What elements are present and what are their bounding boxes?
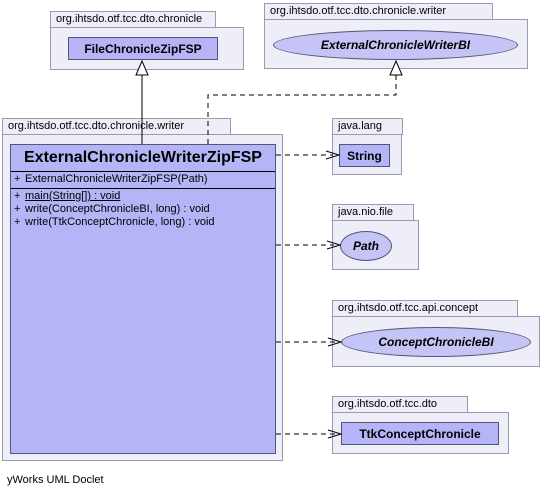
constructor-signature: ExternalChronicleWriterZipFSP(Path) <box>25 173 208 185</box>
constructors-section: + ExternalChronicleWriterZipFSP(Path) <box>11 172 275 189</box>
package-tab-java-nio-file: java.nio.file <box>332 204 414 221</box>
interface-concept-chronicle-bi[interactable]: ConceptChronicleBI <box>341 327 531 357</box>
method-signature: write(TtkConceptChronicle, long) : void <box>25 216 215 228</box>
dependency-arrow-path <box>326 240 342 250</box>
dependency-arrow-string <box>325 150 341 160</box>
package-tab-chronicle-writer-main: org.ihtsdo.otf.tcc.dto.chronicle.writer <box>2 118 231 135</box>
visibility-marker: + <box>14 216 21 228</box>
methods-section: + main(String[]) : void + write(ConceptChr… <box>11 189 275 229</box>
visibility-marker: + <box>14 203 21 215</box>
method-signature-static: main(String[]) : void <box>25 190 121 202</box>
generalization-arrowhead <box>135 59 149 76</box>
dependency-arrow-ttk-concept-chronicle <box>327 429 343 439</box>
interface-external-chronicle-writer-bi[interactable]: ExternalChronicleWriterBI <box>273 30 518 60</box>
class-name: ExternalChronicleWriterZipFSP <box>11 145 275 172</box>
constructor-item: + ExternalChronicleWriterZipFSP(Path) <box>14 173 275 186</box>
method-item: + main(String[]) : void <box>14 190 275 203</box>
method-item: + write(ConceptChronicleBI, long) : void <box>14 203 275 216</box>
class-string[interactable]: String <box>339 144 390 167</box>
class-external-chronicle-writer-zip-fsp[interactable]: ExternalChronicleWriterZipFSP + ExternalC… <box>10 144 276 454</box>
method-signature: write(ConceptChronicleBI, long) : void <box>25 203 210 215</box>
package-tab-dto: org.ihtsdo.otf.tcc.dto <box>332 396 468 413</box>
dependency-arrow-concept-chronicle-bi <box>327 337 343 347</box>
package-tab-java-lang: java.lang <box>332 118 403 135</box>
interface-path[interactable]: Path <box>340 231 392 261</box>
realization-arrowhead <box>389 59 403 76</box>
class-ttk-concept-chronicle[interactable]: TtkConceptChronicle <box>341 422 499 445</box>
footer-caption: yWorks UML Doclet <box>7 474 104 486</box>
class-file-chronicle-zip-fsp[interactable]: FileChronicleZipFSP <box>68 37 218 60</box>
method-item: + write(TtkConceptChronicle, long) : void <box>14 216 275 229</box>
visibility-marker: + <box>14 173 21 185</box>
realization-line <box>207 75 397 144</box>
visibility-marker: + <box>14 190 21 202</box>
